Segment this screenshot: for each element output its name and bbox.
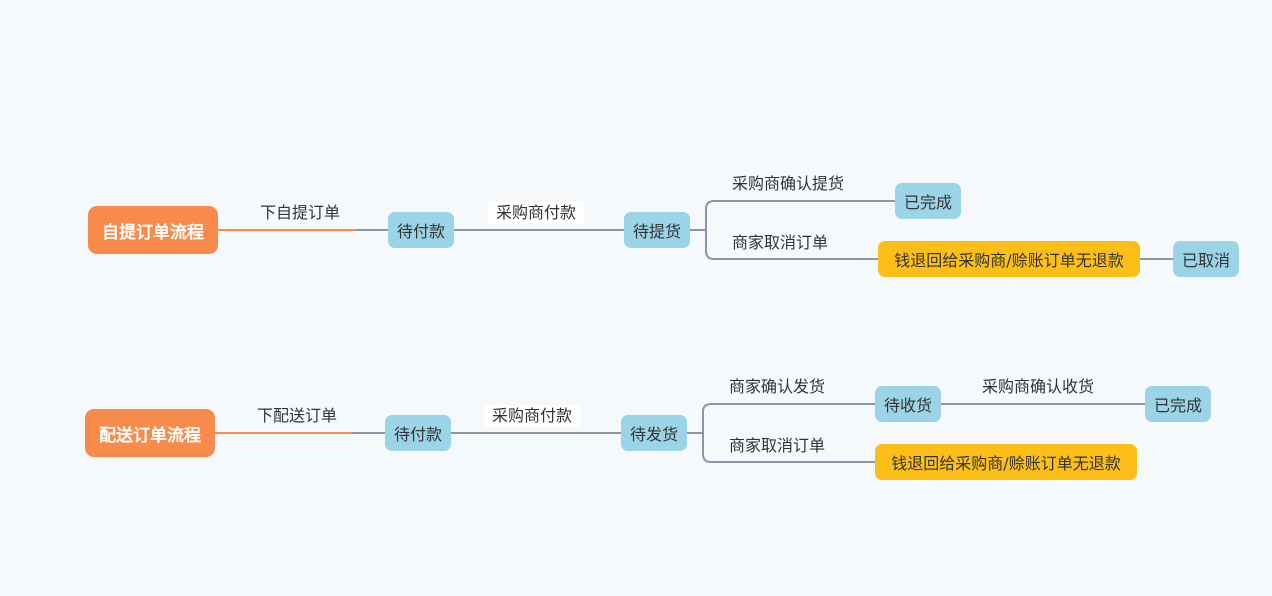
connector: [705, 200, 895, 230]
root-delivery-flow[interactable]: 配送订单流程: [85, 409, 215, 457]
refund-node[interactable]: 钱退回给采购商/赊账订单无退款: [878, 241, 1140, 277]
state-wait-pay[interactable]: 待付款: [385, 415, 451, 451]
edge-label-confirm-receive: 采购商确认收货: [982, 377, 1095, 396]
root-self-pickup-flow[interactable]: 自提订单流程: [88, 206, 218, 254]
edge-label-create-order: 下自提订单: [260, 203, 341, 222]
edge-label-cancel: 商家取消订单: [729, 436, 826, 455]
connector: [705, 230, 878, 260]
edge-label-create-order: 下配送订单: [257, 406, 338, 425]
edge-label-confirm-pickup: 采购商确认提货: [732, 174, 845, 193]
state-cancelled[interactable]: 已取消: [1173, 241, 1239, 277]
state-wait-pay[interactable]: 待付款: [388, 212, 454, 248]
state-done[interactable]: 已完成: [1145, 386, 1211, 422]
state-wait-receive[interactable]: 待收货: [875, 386, 941, 422]
edge-label-confirm-ship: 商家确认发货: [729, 377, 826, 396]
connector: [702, 433, 875, 463]
edge-label-cancel: 商家取消订单: [732, 233, 829, 252]
state-done[interactable]: 已完成: [895, 183, 961, 219]
edge-label-pay: 采购商付款: [484, 405, 581, 427]
refund-node[interactable]: 钱退回给采购商/赊账订单无退款: [875, 444, 1137, 480]
state-wait-ship[interactable]: 待发货: [621, 415, 687, 451]
connector: [702, 403, 875, 433]
edge-label-pay: 采购商付款: [488, 202, 585, 224]
state-wait-pickup[interactable]: 待提货: [624, 212, 690, 248]
